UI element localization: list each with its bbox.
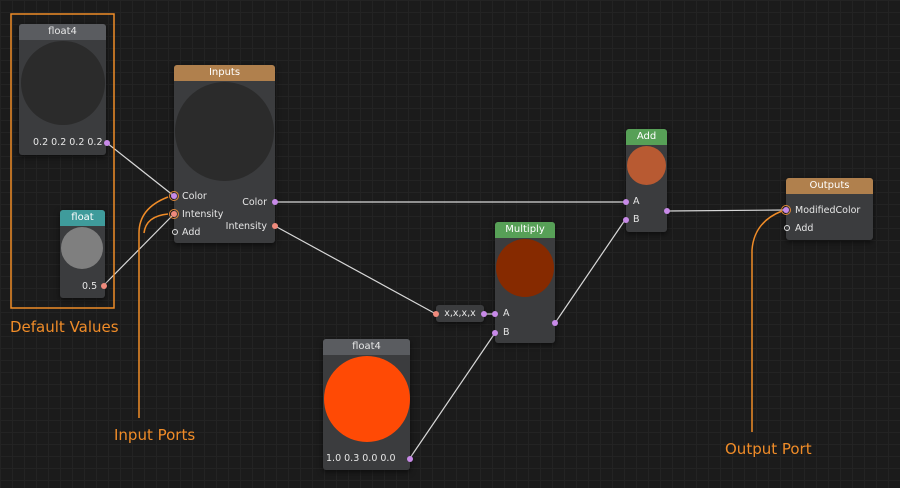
input-port-label: B (503, 327, 510, 338)
color-swatch (627, 146, 666, 185)
output-port[interactable] (104, 140, 110, 146)
float4-bottom-node[interactable]: float4 1.0 0.3 0.0 0.0 (323, 339, 413, 470)
node-title: Inputs (174, 65, 275, 81)
color-swatch (61, 227, 103, 269)
color-swatch (175, 82, 274, 181)
default-value: 0.2 0.2 0.2 0.2 (33, 137, 103, 148)
node-title: float (60, 210, 105, 226)
input-port-color[interactable] (171, 193, 177, 199)
output-port[interactable] (407, 456, 413, 462)
input-port[interactable] (433, 311, 439, 317)
input-port-ring-intensity (169, 209, 179, 219)
output-port[interactable] (101, 283, 107, 289)
input-port-intensity[interactable] (171, 211, 177, 217)
node-title: Add (626, 129, 667, 145)
input-port-label: Color (182, 191, 207, 202)
wire-add-to-outputs (666, 209, 787, 212)
output-port-label: Intensity (225, 221, 267, 232)
annotation-output-port: Output Port (725, 440, 812, 458)
wire-float4-to-inputs-color (106, 142, 175, 197)
output-port-label: Color (242, 197, 267, 208)
float-node[interactable]: float 0.5 (60, 210, 107, 298)
input-port-b[interactable] (623, 217, 629, 223)
default-value: 0.5 (82, 281, 98, 292)
multiply-node[interactable]: Multiply A B (492, 222, 558, 343)
inputs-node[interactable]: Inputs Color Intensity Add Color Intensi… (169, 65, 278, 243)
output-port[interactable] (481, 311, 487, 317)
output-node-port-ring (781, 205, 791, 215)
input-port-label: ModifiedColor (795, 205, 861, 216)
outputs-node[interactable]: Outputs ModifiedColor Add (781, 178, 873, 240)
input-port-label: Intensity (182, 209, 224, 220)
float4-top-node[interactable]: float4 0.2 0.2 0.2 0.2 (19, 24, 110, 155)
wire-inputs-intensity-to-swizzle (274, 225, 437, 315)
default-value: 1.0 0.3 0.0 0.0 (326, 453, 396, 464)
swizzle-node[interactable]: x,x,x,x (433, 305, 487, 322)
color-swatch (324, 356, 410, 442)
input-port-a[interactable] (492, 311, 498, 317)
input-port-add[interactable] (784, 225, 790, 231)
input-port-b[interactable] (492, 330, 498, 336)
wire-multiply-to-add-b (554, 219, 626, 324)
color-swatch (21, 41, 105, 125)
add-node[interactable]: Add A B (623, 129, 670, 232)
node-title: Outputs (786, 178, 873, 194)
input-port-label: B (633, 214, 640, 225)
input-port-label: Add (182, 227, 201, 238)
annotation-line-input-ports (138, 196, 169, 418)
input-port-label: Add (795, 223, 814, 234)
annotation-input-ports: Input Ports (114, 426, 196, 444)
input-port-add[interactable] (172, 229, 178, 235)
wire-float-to-inputs-intensity (103, 213, 175, 286)
wire-float4-bottom-to-multiply-b (409, 332, 496, 459)
node-title: Multiply (495, 222, 555, 238)
output-port-color[interactable] (272, 199, 278, 205)
input-port-a[interactable] (623, 199, 629, 205)
output-port[interactable] (664, 208, 670, 214)
input-port-ring-color (169, 191, 179, 201)
node-title: float4 (323, 339, 410, 355)
annotation-line-input-ports-2 (143, 213, 169, 234)
output-port-intensity[interactable] (272, 223, 278, 229)
color-swatch (496, 239, 554, 297)
input-port-label: A (633, 196, 640, 207)
node-title: float4 (19, 24, 106, 40)
swizzle-label: x,x,x,x (444, 308, 476, 319)
input-port-modifiedcolor[interactable] (783, 207, 789, 213)
input-port-label: A (503, 308, 510, 319)
annotation-line-output-port (751, 210, 783, 432)
output-port[interactable] (552, 320, 558, 326)
annotation-default-values: Default Values (10, 318, 119, 336)
